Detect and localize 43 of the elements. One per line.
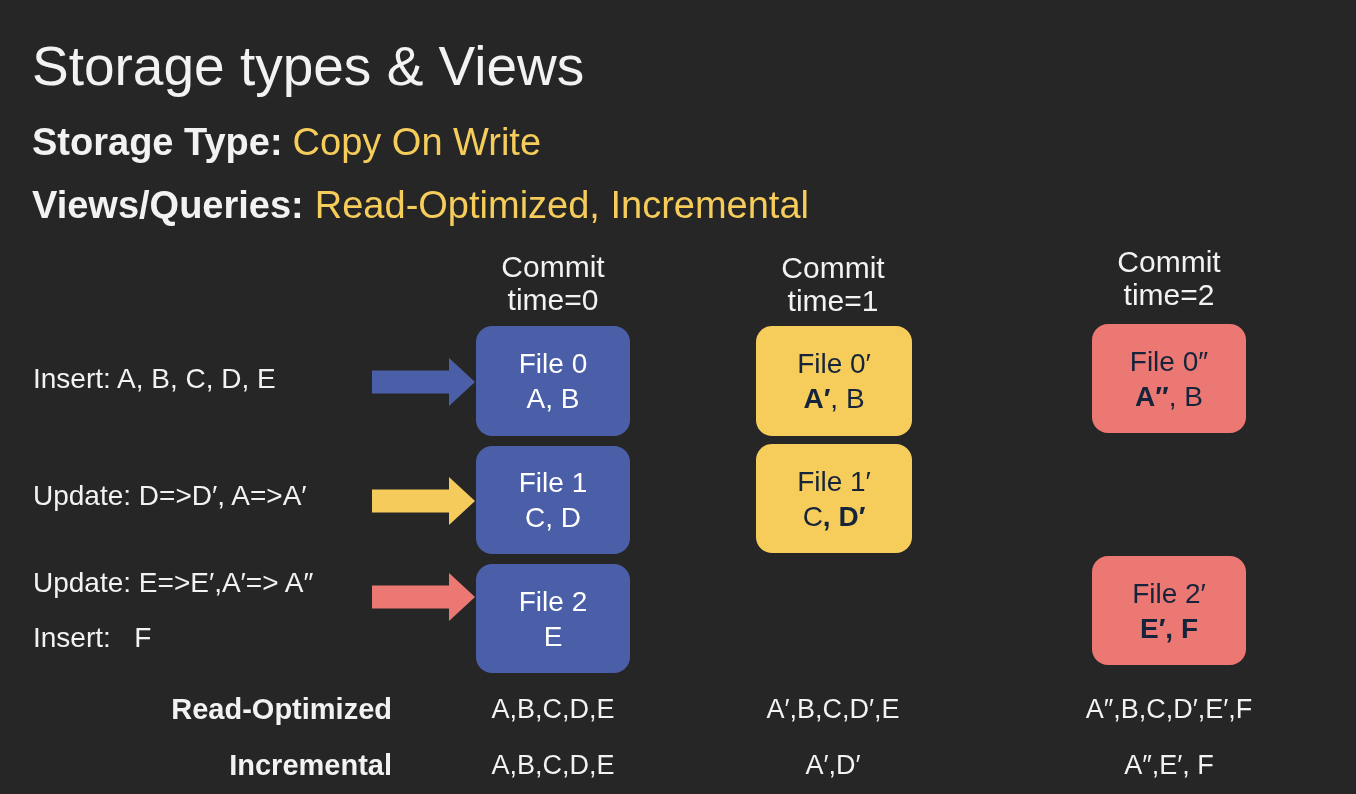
record-list: E′, F (1139, 610, 1199, 646)
file-box (1092, 324, 1246, 433)
column-header: Commit time=0 (501, 250, 605, 316)
file-box (756, 444, 912, 553)
file-name: File 2′ (1132, 576, 1206, 611)
file-box (476, 446, 630, 554)
column-header: Commit time=1 (781, 251, 885, 317)
file-box (1092, 556, 1246, 665)
heading-label: Views/Queries: (32, 183, 304, 227)
view-result: A″,B,C,D′,E′,F (1085, 693, 1253, 725)
record-list: A″, B (1135, 378, 1203, 414)
block-arrow (372, 477, 475, 525)
heading-value: Copy On Write (292, 120, 542, 164)
record-list: C, D (525, 500, 581, 535)
record-list: E (543, 618, 563, 654)
file-box (756, 326, 912, 436)
block-arrow (372, 358, 475, 406)
operation-text: Insert: F (33, 622, 152, 654)
view-result: A′,D′ (805, 749, 861, 781)
record-list: C, D′ (802, 498, 866, 534)
row-header: Incremental (229, 749, 392, 781)
record-list: A, B (526, 381, 580, 416)
operation-text: Update: D=>D′, A=>A′ (33, 480, 307, 512)
file-name: File 0″ (1129, 344, 1209, 379)
column-header: Commit time=2 (1117, 245, 1221, 311)
file-name: File 0 (518, 347, 588, 381)
view-result: A,B,C,D,E (491, 693, 615, 725)
file-name: File 0′ (797, 347, 871, 381)
record-list: A′, B (803, 381, 865, 416)
heading-label: Storage Type: (32, 120, 283, 164)
view-result: A″,E′, F (1124, 749, 1214, 781)
block-arrow (372, 573, 475, 621)
file-box (476, 326, 630, 436)
operation-text: Insert: A, B, C, D, E (33, 363, 276, 395)
view-result: A′,B,C,D′,E (766, 693, 900, 725)
heading-value: Read-Optimized, Incremental (314, 183, 809, 227)
operation-text: Update: E=>E′,A′=> A″ (33, 567, 314, 599)
row-header: Read-Optimized (171, 693, 392, 725)
view-result: A,B,C,D,E (491, 749, 615, 781)
file-box (476, 564, 630, 673)
file-name: File 2 (518, 584, 588, 619)
file-name: File 1′ (797, 464, 871, 499)
file-name: File 1 (518, 466, 588, 500)
